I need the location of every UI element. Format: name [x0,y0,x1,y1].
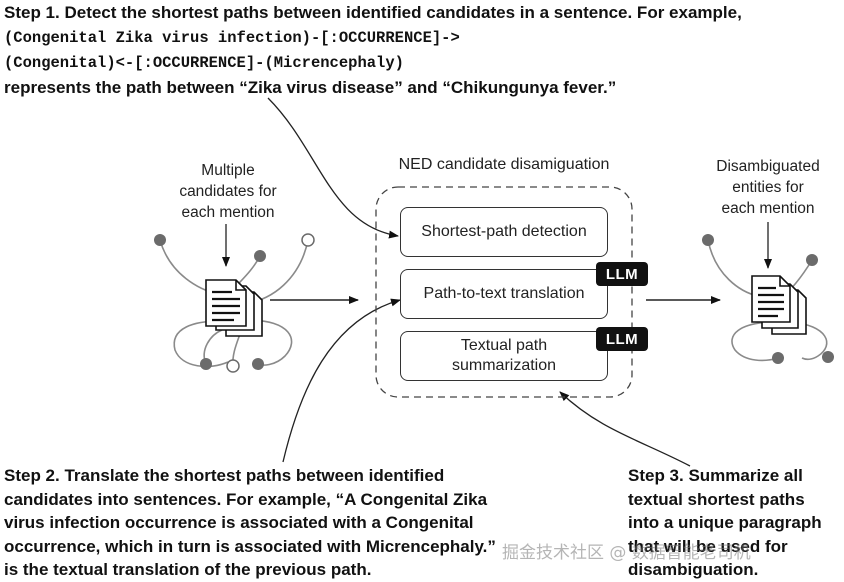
step2-line: is the textual translation of the previo… [4,560,372,579]
path-to-text-translation-box: Path-to-text translation [400,269,608,319]
step2-line: candidates into sentences. For example, … [4,489,488,509]
step2-line: Step 2. Translate the shortest paths bet… [4,466,445,485]
box-label-line: summarization [451,357,557,374]
left-caption-line: candidates for [179,183,277,200]
step3-line: textual shortest paths [628,489,805,509]
ned-group-border [375,186,633,398]
step3-line: Step 3. Summarize all [628,466,803,485]
step3-line: into a unique paragraph [628,513,822,532]
right-entity-graph [702,234,834,364]
step1-arrow [267,97,399,239]
box-label-line: Textual path [460,337,548,354]
left-caption-line: Multiple [201,162,255,179]
box-label: Path-to-text translation [423,285,585,302]
step2-arrow [282,298,401,463]
textual-path-summarization-box: Textual path summarization [400,331,608,381]
right-caption-line: each mention [721,200,815,217]
left-document-stack-icon [205,279,263,337]
step3-arrow [559,391,691,467]
right-caption-line: Disambiguated [716,158,820,175]
step1-line4: represents the path between “Zika virus … [4,78,617,97]
watermark: 掘金技术社区 @ 数据智能老司机 [502,543,751,563]
step2-line: occurrence, which in turn is associated … [4,536,496,556]
ned-group-title: NED candidate disamiguation [398,156,610,173]
step2-line: virus infection occurrence is associated… [4,513,474,532]
box-label: Shortest-path detection [421,223,587,240]
llm-badge: LLM [596,327,648,351]
left-caption-line: each mention [181,204,275,221]
right-caption-line: entities for [732,179,804,196]
step1-code-line1: (Congenital Zika virus infection)-[:OCCU… [4,29,460,47]
step1-code-line2: (Congenital)<-[:OCCURRENCE]-(Micrencepha… [4,54,404,72]
shortest-path-detection-box: Shortest-path detection [400,207,608,257]
llm-badge: LLM [596,262,648,286]
step2-text: Step 2. Translate the shortest paths bet… [4,464,496,582]
step1-line1: Step 1. Detect the shortest paths betwee… [4,3,742,22]
left-candidate-graph [154,233,315,373]
step3-line: disambiguation. [628,560,759,579]
step3-text: Step 3. Summarize all textual shortest p… [628,464,822,582]
right-caption: Disambiguated entities for each mention [690,156,844,219]
left-caption: Multiple candidates for each mention [148,160,308,223]
right-document-stack-icon [751,275,807,335]
step3-line: that will be used for [628,536,788,556]
